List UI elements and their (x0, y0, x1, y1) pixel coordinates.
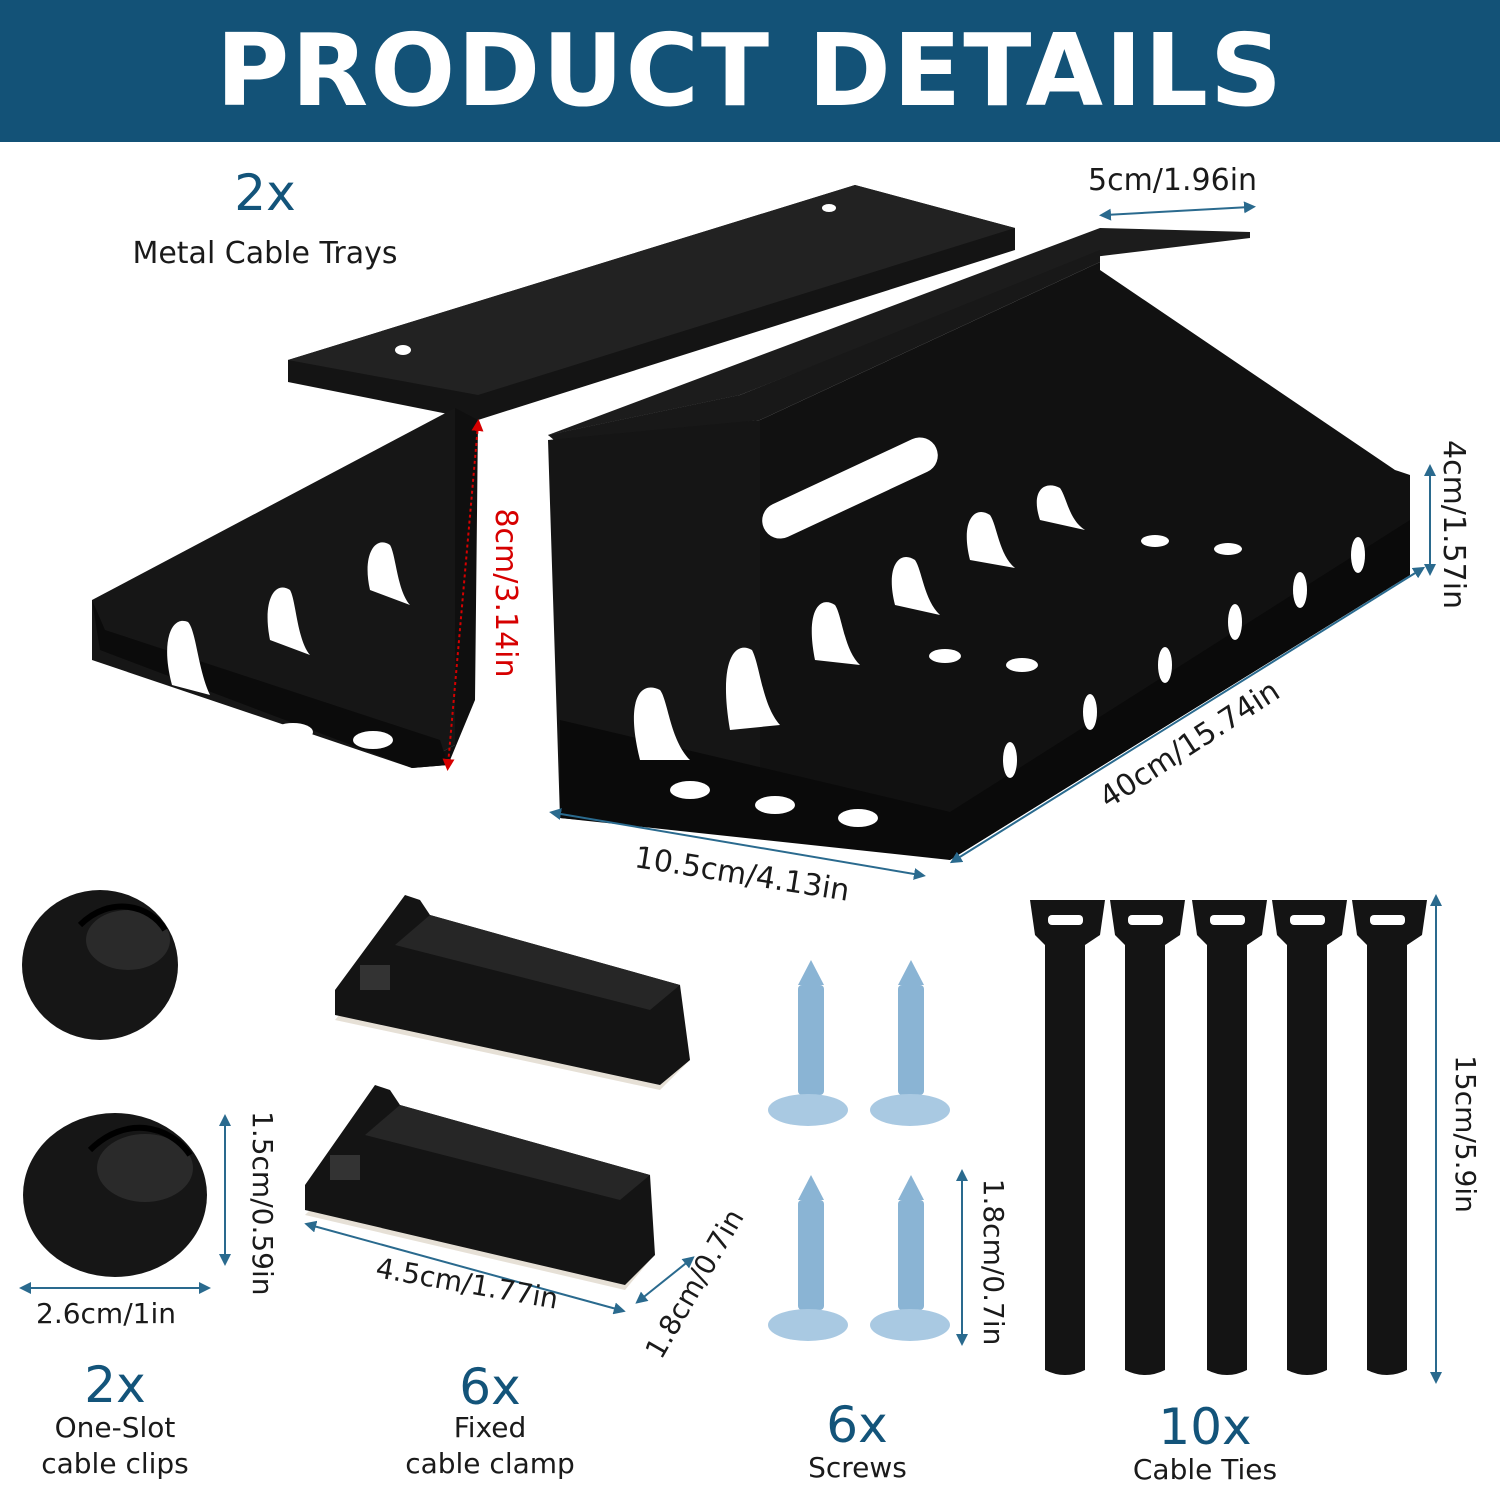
cable-tie (1352, 900, 1427, 1375)
screw (768, 960, 848, 1126)
depth-dimension-line (549, 808, 926, 880)
clip-height-label: 1.5cm/0.59in (246, 1111, 279, 1296)
clamp-quantity: 6x (459, 1358, 521, 1416)
cable-tie (1192, 900, 1267, 1375)
cable-tie (1272, 900, 1347, 1375)
screw (870, 960, 950, 1126)
screw (768, 1175, 848, 1341)
clips-name-line1: One-Slot (54, 1411, 176, 1444)
one-slot-clip (23, 1113, 207, 1277)
clamp-name-line2: cable clamp (405, 1447, 575, 1480)
trays-name: Metal Cable Trays (132, 236, 398, 271)
tie-length-label: 15cm/5.9in (1449, 1055, 1482, 1213)
clamp-name-line1: Fixed (453, 1411, 527, 1444)
cable-tie (1110, 900, 1185, 1375)
screws-name: Screws (808, 1451, 907, 1484)
width-dimension-line (1099, 201, 1256, 221)
header-banner: PRODUCT DETAILS (0, 0, 1500, 142)
cable-tie (1030, 900, 1105, 1375)
screw (870, 1175, 950, 1341)
length-dimension-line (949, 566, 1426, 864)
tray-height-label: 8cm/3.14in (488, 508, 523, 678)
clips-quantity: 2x (84, 1356, 146, 1414)
fixed-cable-clamp (335, 895, 690, 1090)
screws-quantity: 6x (826, 1396, 888, 1454)
tray-side-height-label: 4cm/1.57in (1436, 440, 1471, 610)
clips-name-line2: cable clips (41, 1447, 189, 1480)
ties-quantity: 10x (1158, 1398, 1252, 1456)
clip-width-label: 2.6cm/1in (36, 1297, 176, 1330)
height-dimension-line (442, 419, 484, 771)
one-slot-clip (22, 890, 178, 1040)
page-title: PRODUCT DETAILS (215, 12, 1285, 129)
ties-name: Cable Ties (1132, 1453, 1278, 1486)
fixed-cable-clamp (305, 1085, 655, 1290)
tray-width-label: 5cm/1.96in (1088, 163, 1258, 198)
trays-quantity: 2x (234, 164, 296, 222)
screw-length-label: 1.8cm/0.7in (977, 1178, 1010, 1346)
cable-tray-front (512, 228, 1410, 860)
